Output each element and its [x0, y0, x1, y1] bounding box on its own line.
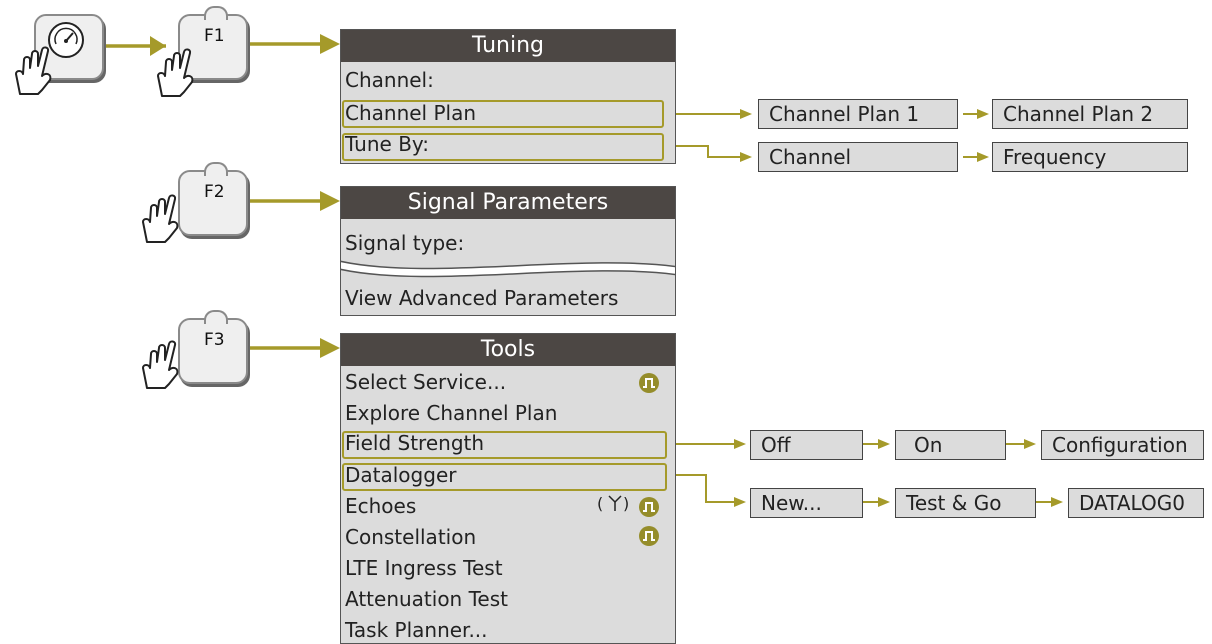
f1-key-label: F1	[204, 26, 225, 46]
tools-item-datalogger[interactable]: Datalogger	[345, 463, 457, 487]
option-channel-plan-2[interactable]: Channel Plan 2	[992, 99, 1188, 129]
tuning-item-tune-by[interactable]: Tune By:	[345, 132, 430, 156]
svg-text:(: (	[597, 494, 603, 513]
f2-key[interactable]: F2	[178, 162, 248, 236]
pulse-icon	[639, 497, 659, 517]
key-tab	[204, 162, 228, 176]
f1-key[interactable]: F1	[178, 6, 248, 80]
highlight-datalogger	[342, 463, 667, 491]
option-datalogger-new[interactable]: New...	[750, 488, 863, 518]
tools-item-explore-channel-plan[interactable]: Explore Channel Plan	[345, 401, 558, 425]
f2-key-label: F2	[204, 182, 225, 202]
option-datalogger-test-go[interactable]: Test & Go	[895, 488, 1036, 518]
hand-pointer-icon	[142, 194, 179, 243]
tools-item-attenuation[interactable]: Attenuation Test	[345, 587, 508, 611]
hand-pointer-icon	[157, 48, 194, 97]
svg-text:): )	[623, 494, 629, 513]
tuning-title: Tuning	[341, 30, 675, 62]
pulse-icon	[639, 526, 659, 546]
tools-item-field-strength[interactable]: Field Strength	[345, 431, 485, 455]
tools-panel: Tools Select Service... Explore Channel …	[340, 333, 676, 644]
f3-key[interactable]: F3	[178, 310, 248, 384]
tuning-item-channel[interactable]: Channel:	[345, 68, 434, 92]
option-field-configuration[interactable]: Configuration	[1041, 430, 1204, 460]
tools-item-echoes[interactable]: Echoes	[345, 494, 417, 518]
signal-item-advanced[interactable]: View Advanced Parameters	[345, 286, 619, 310]
signal-parameters-panel: Signal Parameters Signal type: View Adva…	[340, 186, 676, 316]
highlight-tune-by	[342, 133, 664, 161]
tuning-item-channel-plan[interactable]: Channel Plan	[345, 101, 477, 125]
tools-item-lte-ingress[interactable]: LTE Ingress Test	[345, 556, 503, 580]
option-datalogger-file[interactable]: DATALOG0	[1068, 488, 1204, 518]
tuning-panel: Tuning Channel: Channel Plan Tune By:	[340, 29, 676, 164]
key-tab	[204, 6, 228, 20]
option-field-on[interactable]: On	[895, 430, 1006, 460]
option-field-off[interactable]: Off	[750, 430, 863, 460]
key-tab	[204, 310, 228, 324]
torn-edge	[341, 260, 675, 278]
hand-pointer-icon	[15, 46, 52, 95]
option-tune-frequency[interactable]: Frequency	[992, 142, 1188, 172]
highlight-field-strength	[342, 431, 667, 459]
signal-item-type[interactable]: Signal type:	[345, 231, 465, 255]
pulse-icon	[639, 373, 659, 393]
option-channel-plan-1[interactable]: Channel Plan 1	[758, 99, 958, 129]
tools-item-constellation[interactable]: Constellation	[345, 525, 477, 549]
signal-parameters-title: Signal Parameters	[341, 187, 675, 219]
hand-pointer-icon	[142, 340, 179, 389]
gauge-icon	[48, 22, 84, 58]
tools-item-task-planner[interactable]: Task Planner...	[345, 618, 488, 642]
tools-item-select-service[interactable]: Select Service...	[345, 370, 507, 394]
antenna-icon: ( )	[597, 494, 629, 513]
highlight-channel-plan	[342, 100, 664, 128]
f3-key-label: F3	[204, 330, 225, 350]
option-tune-channel[interactable]: Channel	[758, 142, 958, 172]
tools-title: Tools	[341, 334, 675, 366]
